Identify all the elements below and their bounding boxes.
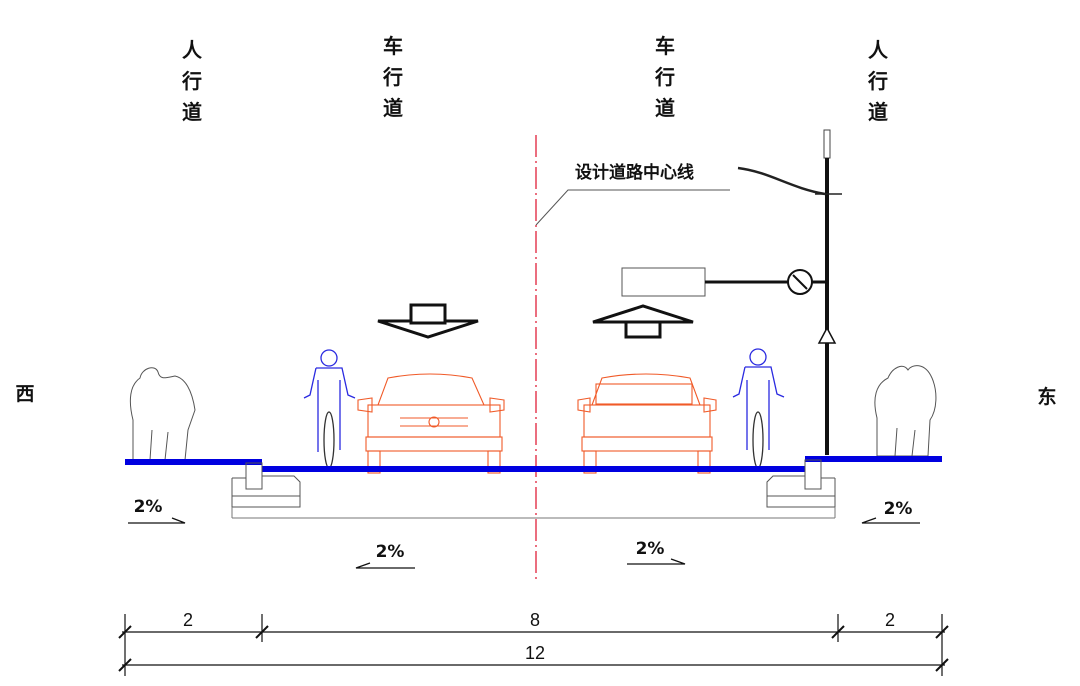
char: 行 <box>867 69 888 93</box>
centerline-label: 设计道路中心线 <box>575 162 694 183</box>
slope-label: 2% <box>636 539 665 559</box>
label-west-sidewalk: 人 行 道 <box>181 38 203 124</box>
char: 车 <box>655 34 675 58</box>
dimension-carriageway: 8 <box>530 610 540 630</box>
centerline-leader <box>535 189 730 226</box>
slope-west-sidewalk: 2% <box>128 497 186 524</box>
carriageway-surface <box>262 466 805 472</box>
east-curb <box>766 459 836 508</box>
char: 行 <box>382 65 403 89</box>
slope-east-carriageway: 2% <box>627 539 686 565</box>
dimension-total: 12 <box>525 643 545 663</box>
west-curb <box>231 462 301 508</box>
arrow-down-shaft <box>409 303 447 325</box>
label-west-carriageway: 车 行 道 <box>382 34 403 120</box>
arrow-left-icon <box>355 562 415 569</box>
slope-label: 2% <box>134 497 163 517</box>
slope-label: 2% <box>376 542 405 562</box>
car-icon <box>357 373 505 474</box>
dimension-west-sidewalk: 2 <box>183 610 193 630</box>
char: 行 <box>181 69 202 93</box>
road-sign-icon <box>621 267 825 297</box>
direction-east: 东 <box>1037 385 1056 408</box>
dimension-row-parts <box>118 614 949 676</box>
arrow-right-icon <box>627 558 686 565</box>
label-east-carriageway: 车 行 道 <box>654 34 675 120</box>
slope-west-carriageway: 2% <box>355 542 415 569</box>
arrow-right-icon <box>128 517 186 524</box>
cyclist-icon <box>732 348 785 469</box>
cyclist-icon <box>303 349 356 469</box>
slope-east-sidewalk: 2% <box>861 499 920 524</box>
car-icon <box>577 373 717 474</box>
pedestrian-icon <box>129 367 196 461</box>
street-lamp-icon <box>737 129 842 455</box>
dimension-row-total <box>118 658 949 672</box>
char: 道 <box>182 100 202 124</box>
label-east-sidewalk: 人 行 道 <box>867 38 889 124</box>
char: 行 <box>654 65 675 89</box>
char: 人 <box>182 38 203 62</box>
char: 道 <box>868 100 888 124</box>
west-sidewalk-surface <box>125 459 262 465</box>
char: 人 <box>868 38 889 62</box>
dimension-east-sidewalk: 2 <box>885 610 895 630</box>
direction-west: 西 <box>15 383 34 405</box>
char: 道 <box>383 96 403 120</box>
arrow-up-shaft <box>624 320 662 339</box>
pedestrian-icon <box>874 365 937 457</box>
slope-label: 2% <box>884 499 913 519</box>
arrow-left-icon <box>861 517 920 524</box>
arrow-up-icon <box>592 304 694 324</box>
char: 道 <box>655 96 675 120</box>
char: 车 <box>383 34 403 58</box>
east-sidewalk-surface <box>805 456 942 462</box>
